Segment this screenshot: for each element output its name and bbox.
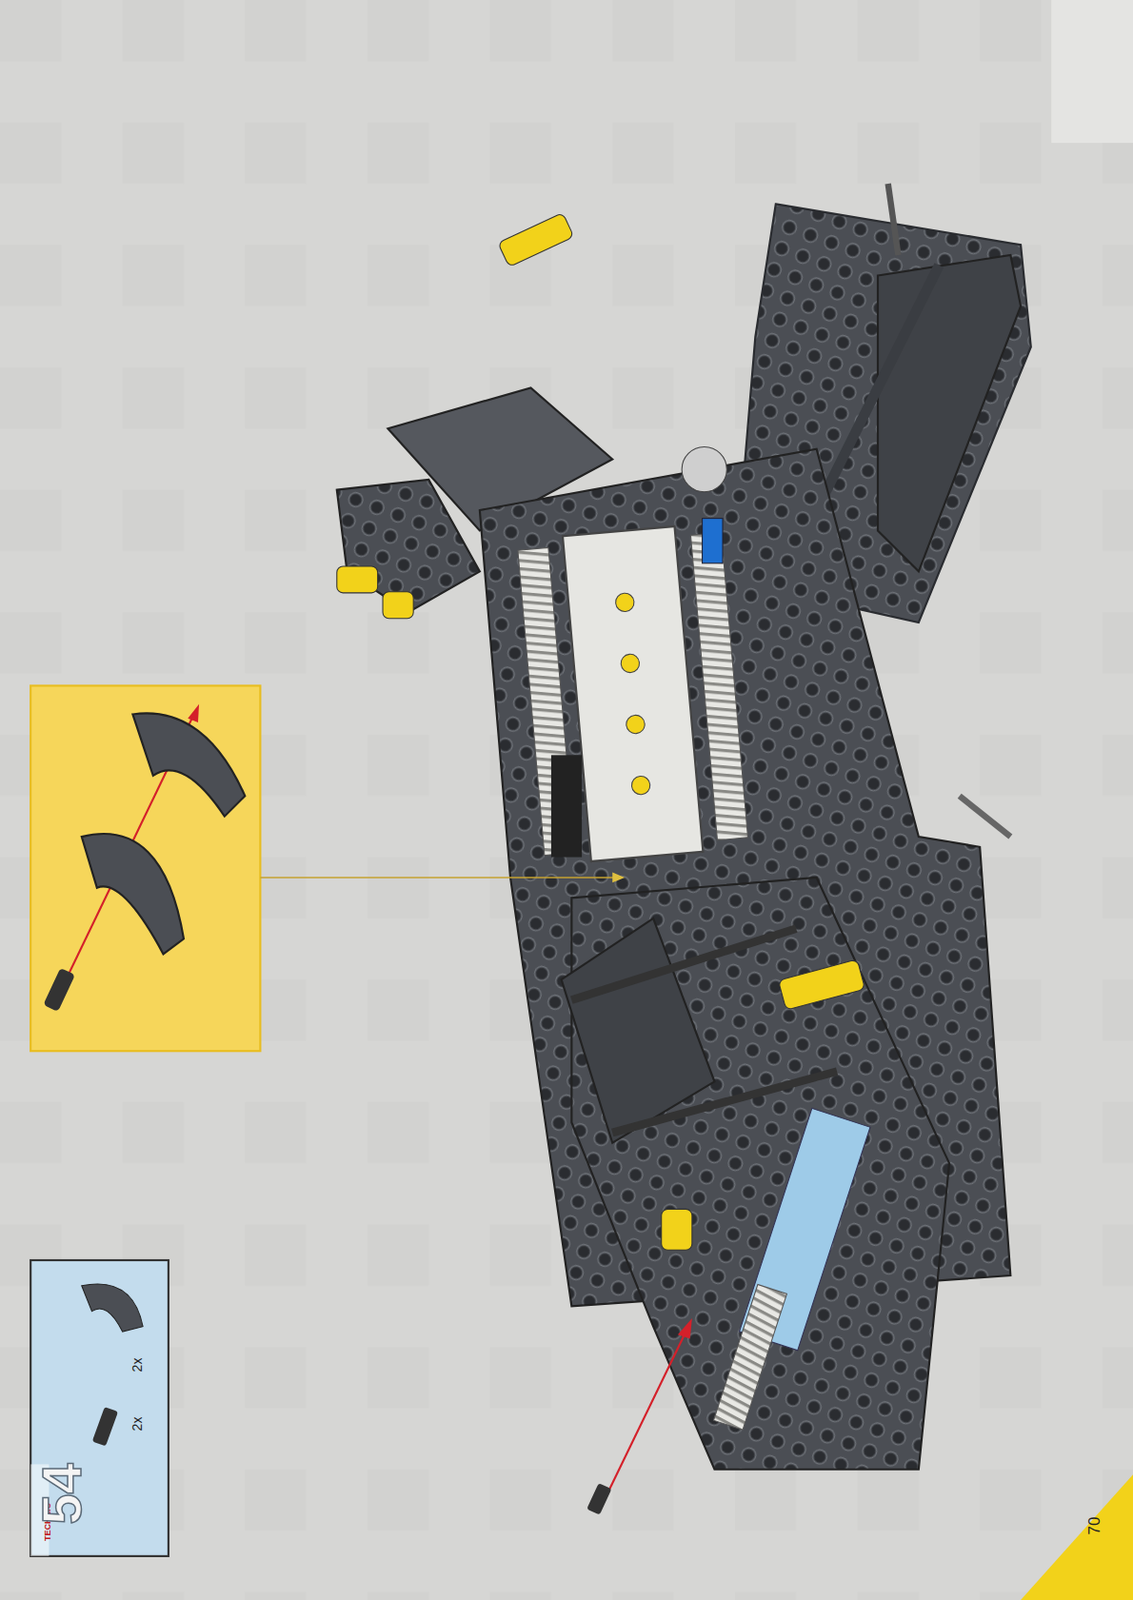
part-quantity: 2x (129, 1417, 145, 1432)
page-number: 70 (1085, 1517, 1105, 1536)
parts-callout-box: TECHNIC542x2x (30, 1260, 169, 1557)
step-number: 54 (28, 1463, 93, 1526)
part-quantity: 2x (129, 1358, 145, 1373)
